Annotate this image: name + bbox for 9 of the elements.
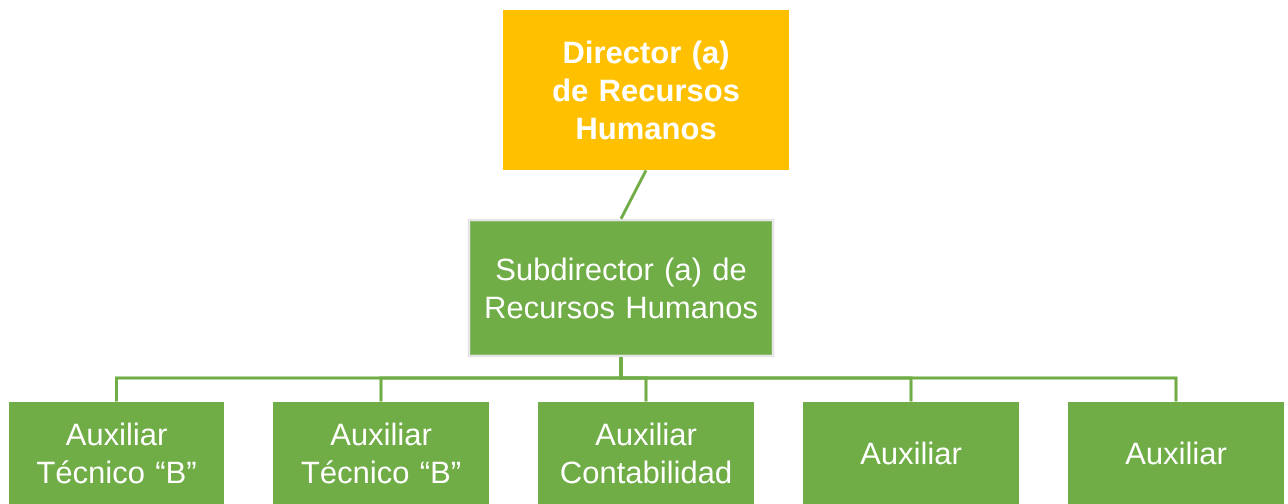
connector-line bbox=[619, 357, 1178, 402]
chart-box: Auxiliar Contabilidad bbox=[538, 402, 754, 504]
chart-box: Auxiliar bbox=[803, 402, 1019, 504]
chart-box: Auxiliar Técnico “B” bbox=[9, 402, 224, 504]
chart-box: Auxiliar Técnico “B” bbox=[273, 402, 489, 504]
chart-box: Subdirector (a) de Recursos Humanos bbox=[467, 218, 775, 358]
chart-box: Auxiliar bbox=[1068, 402, 1284, 504]
connector-line bbox=[619, 169, 648, 220]
chart-box: Director (a) de Recursos Humanos bbox=[503, 10, 789, 170]
